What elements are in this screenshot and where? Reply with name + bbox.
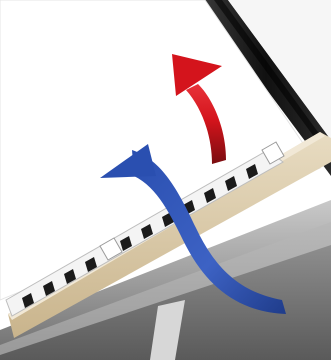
paper-loading-illustration xyxy=(0,0,331,360)
illustration-canvas xyxy=(0,0,331,360)
